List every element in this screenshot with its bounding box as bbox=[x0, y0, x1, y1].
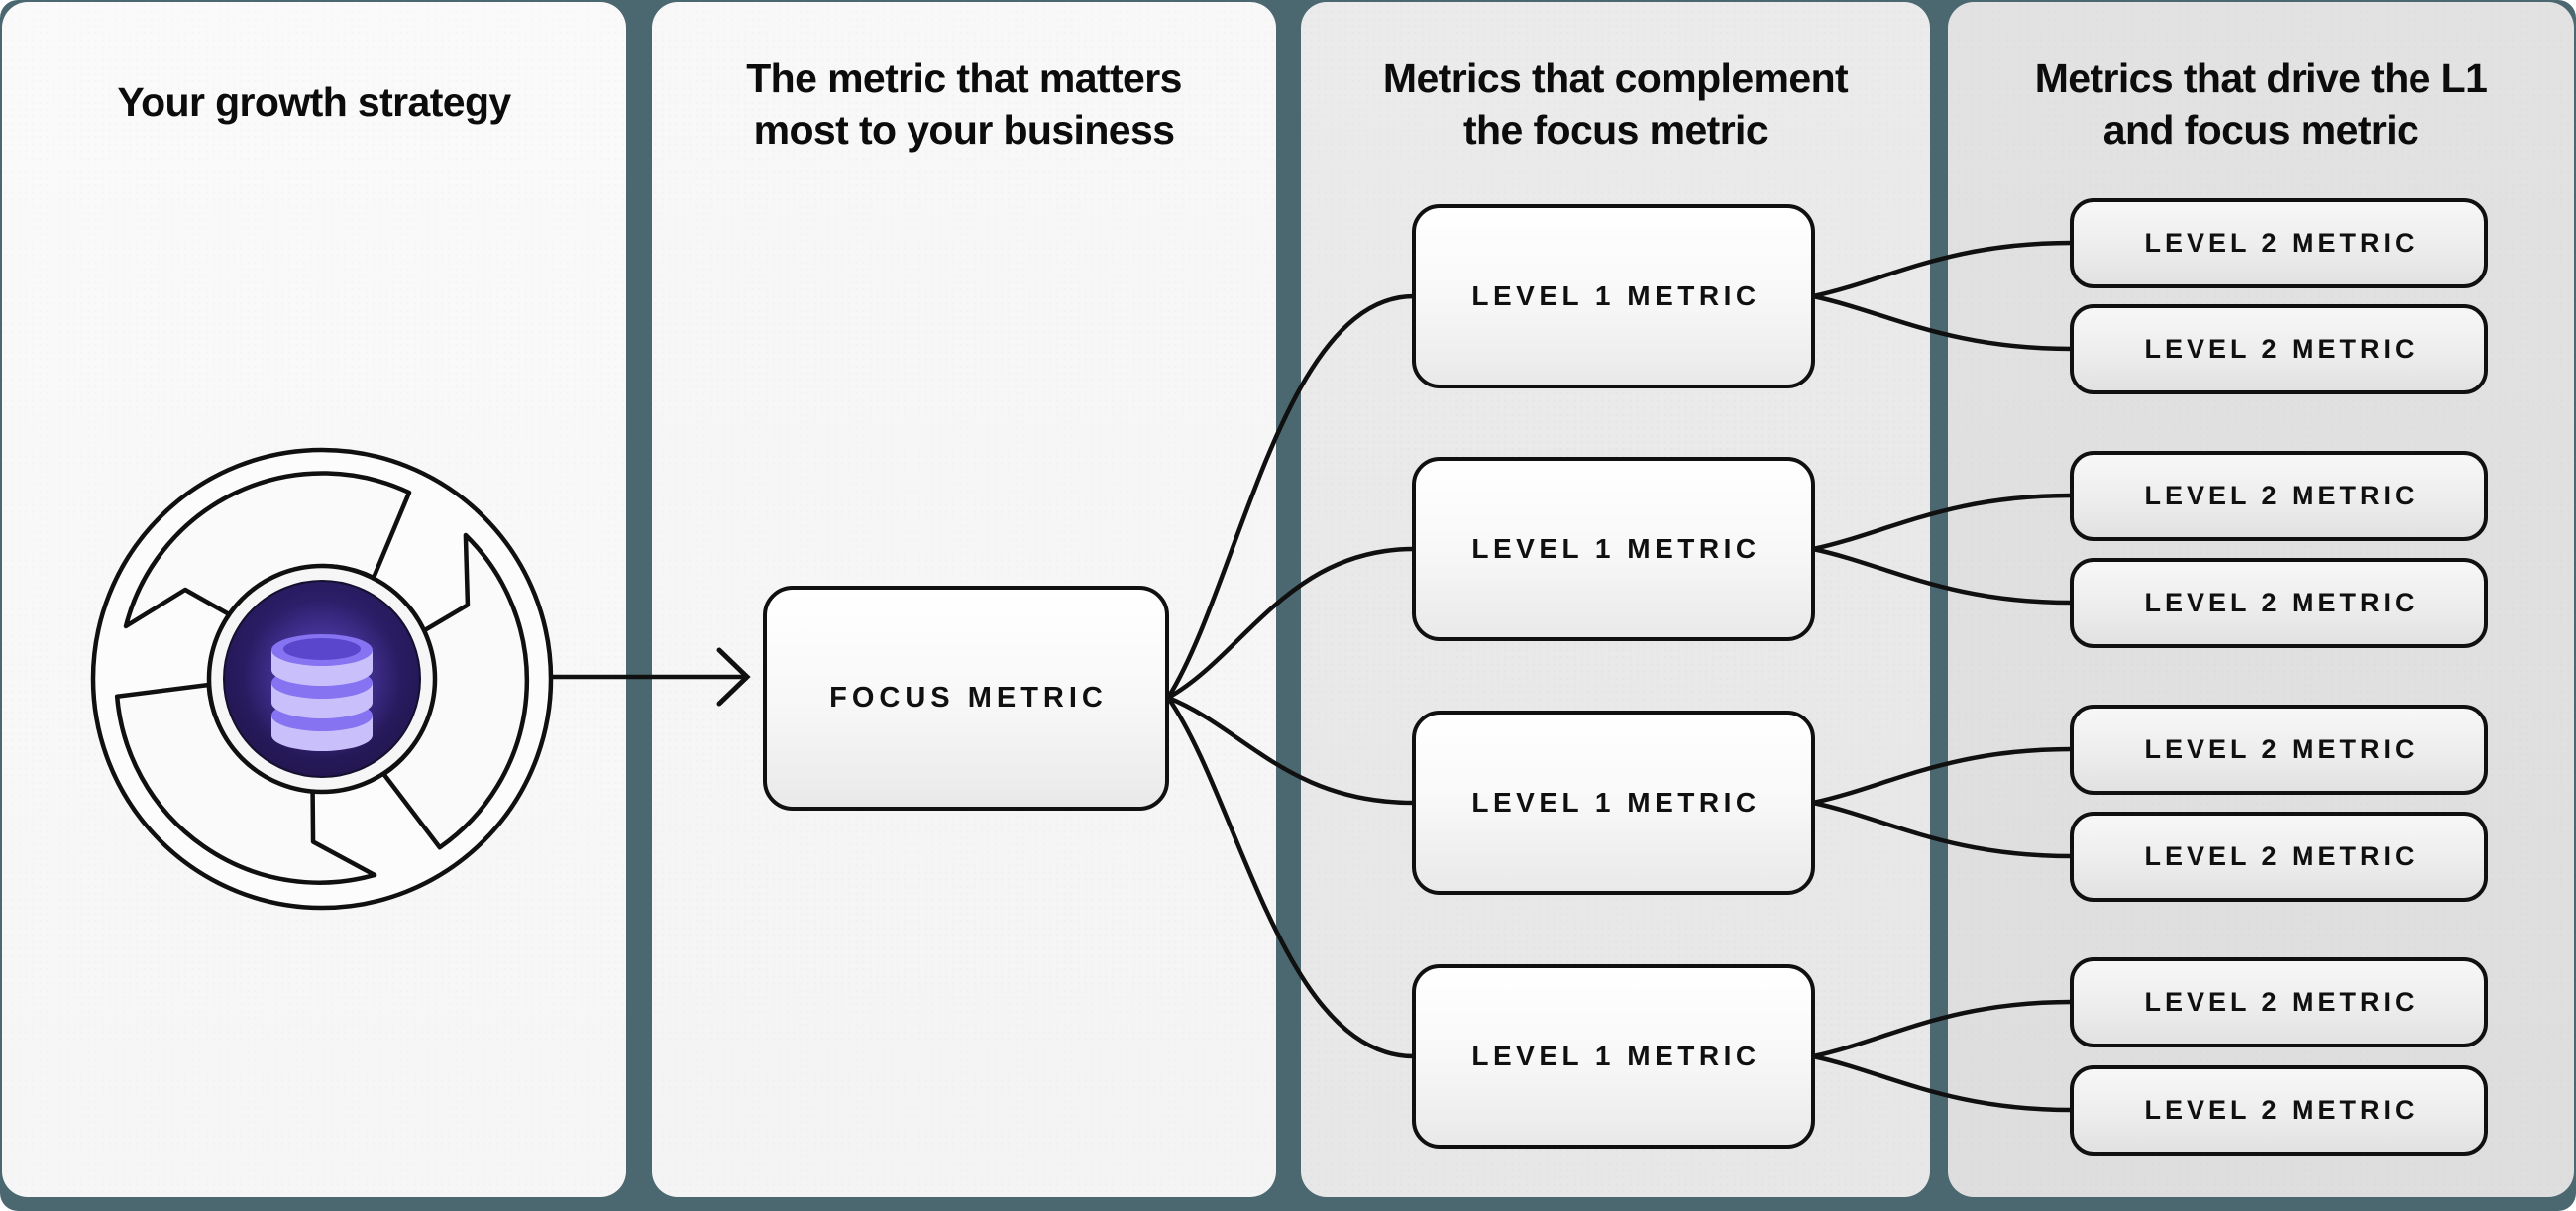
level2-metric-node: LEVEL 2 METRIC bbox=[2070, 705, 2488, 795]
title-line: Metrics that drive the L1 bbox=[2034, 55, 2488, 101]
level2-metric-label: LEVEL 2 METRIC bbox=[2144, 987, 2418, 1017]
flywheel-blades bbox=[114, 471, 530, 885]
level1-metric-node: LEVEL 1 METRIC bbox=[1412, 457, 1815, 641]
level2-metric-node: LEVEL 2 METRIC bbox=[2070, 812, 2488, 902]
database-icon bbox=[271, 634, 373, 751]
level2-metric-label: LEVEL 2 METRIC bbox=[2144, 334, 2418, 364]
level2-metric-node: LEVEL 2 METRIC bbox=[2070, 957, 2488, 1047]
title-line: The metric that matters bbox=[746, 55, 1182, 101]
level2-metric-node: LEVEL 2 METRIC bbox=[2070, 558, 2488, 648]
panel-title-level1-metrics: Metrics that complement the focus metric bbox=[1301, 54, 1930, 156]
panel-title-growth-strategy: Your growth strategy bbox=[2, 77, 626, 129]
level2-metric-node: LEVEL 2 METRIC bbox=[2070, 198, 2488, 288]
title-line: Metrics that complement bbox=[1382, 55, 1849, 101]
level2-metric-label: LEVEL 2 METRIC bbox=[2144, 734, 2418, 764]
focus-metric-label: FOCUS METRIC bbox=[829, 682, 1108, 714]
level2-metric-node: LEVEL 2 METRIC bbox=[2070, 304, 2488, 394]
flywheel-icon bbox=[87, 444, 557, 914]
panel-title-level2-metrics: Metrics that drive the L1 and focus metr… bbox=[1948, 54, 2574, 156]
level1-metric-node: LEVEL 1 METRIC bbox=[1412, 964, 1815, 1149]
level1-metric-node: LEVEL 1 METRIC bbox=[1412, 711, 1815, 895]
level2-metric-label: LEVEL 2 METRIC bbox=[2144, 588, 2418, 617]
level2-metric-label: LEVEL 2 METRIC bbox=[2144, 481, 2418, 510]
level1-metric-node: LEVEL 1 METRIC bbox=[1412, 204, 1815, 388]
level1-metric-label: LEVEL 1 METRIC bbox=[1471, 280, 1761, 311]
title-line: and focus metric bbox=[2102, 106, 2419, 153]
level1-metric-label: LEVEL 1 METRIC bbox=[1471, 533, 1761, 564]
title-line: Your growth strategy bbox=[117, 79, 511, 125]
focus-metric-node: FOCUS METRIC bbox=[763, 586, 1169, 811]
level1-metric-label: LEVEL 1 METRIC bbox=[1471, 787, 1761, 818]
level1-metric-label: LEVEL 1 METRIC bbox=[1471, 1041, 1761, 1071]
title-line: the focus metric bbox=[1462, 106, 1769, 153]
title-line: most to your business bbox=[753, 106, 1175, 153]
level2-metric-label: LEVEL 2 METRIC bbox=[2144, 841, 2418, 871]
panel-title-focus-metric: The metric that matters most to your bus… bbox=[652, 54, 1276, 156]
level2-metric-label: LEVEL 2 METRIC bbox=[2144, 1095, 2418, 1125]
level2-metric-node: LEVEL 2 METRIC bbox=[2070, 1065, 2488, 1156]
level2-metric-node: LEVEL 2 METRIC bbox=[2070, 451, 2488, 541]
level2-metric-label: LEVEL 2 METRIC bbox=[2144, 228, 2418, 258]
